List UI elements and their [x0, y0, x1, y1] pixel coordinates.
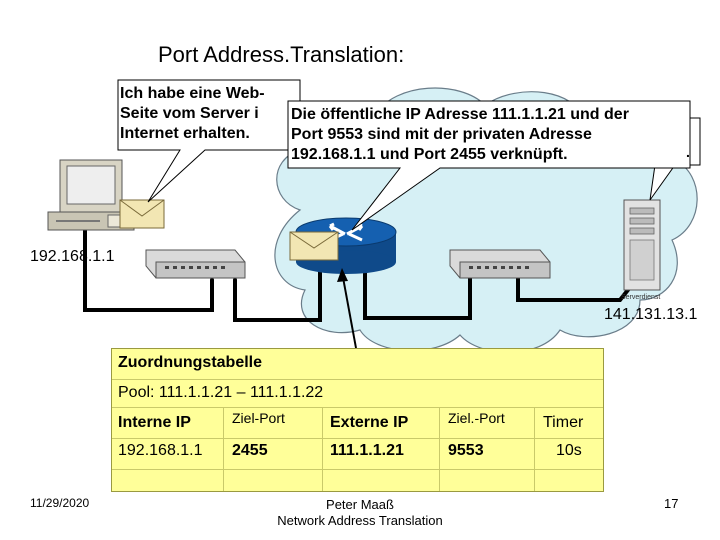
header-external-ip: Externe IP: [330, 414, 409, 431]
callout-line: [341, 271, 357, 349]
column-divider: [439, 407, 440, 491]
slide-title: Port Address.Translation:: [158, 42, 405, 67]
client-bubble-line: Seite vom Server i: [120, 105, 259, 122]
cable-router-switch2: [363, 266, 472, 320]
server-ip-label: 141.131.13.1: [604, 306, 698, 323]
cell-dest-port-2: 9553: [448, 442, 484, 459]
server-icon: [623, 199, 661, 291]
cell-external-ip: 111.1.1.21: [330, 442, 404, 459]
router-bubble-line: Die öffentliche IP Adresse 111.1.1.21 un…: [291, 106, 629, 123]
cable-switch1-router: [233, 266, 322, 322]
client-ip-label: 192.168.1.1: [30, 248, 115, 265]
cell-dest-port: 2455: [232, 442, 268, 459]
table-header-row: Interne IP Ziel-Port Externe IP Ziel.-Po…: [112, 407, 603, 439]
header-dest-port-2: Ziel.-Port: [448, 410, 505, 426]
envelope-icon: [289, 231, 339, 261]
footer-author-name: Peter Maaß: [326, 497, 394, 512]
table-row: 192.168.1.1 2455 111.1.1.21 9553 10s: [112, 438, 603, 470]
table-row: [112, 469, 603, 491]
client-bubble-text: Ich habe eine Web- Seite vom Server i In…: [120, 84, 265, 144]
table-pool-row: Pool: 111.1.1.21 – 111.1.1.22: [112, 379, 603, 408]
column-divider: [223, 407, 224, 491]
table-title-row: Zuordnungstabelle: [112, 349, 603, 380]
page-number: 17: [664, 496, 679, 511]
footer-author: Peter Maaß Network Address Translation: [240, 497, 480, 529]
client-bubble-line: Internet erhalten.: [120, 125, 250, 142]
header-dest-port: Ziel-Port: [232, 410, 285, 426]
client-bubble-line: Ich habe eine Web-: [120, 85, 265, 102]
header-internal-ip: Interne IP: [118, 414, 191, 431]
speech-bubble-router: [287, 100, 691, 231]
cable-client: [83, 226, 214, 312]
server-bubble-text: .: [686, 144, 690, 160]
envelope-icon: [119, 199, 165, 229]
footer-date: 11/29/2020: [30, 496, 90, 510]
speech-bubble-client: [117, 79, 301, 203]
cell-internal-ip: 192.168.1.1: [118, 442, 203, 459]
footer-presentation-title: Network Address Translation: [277, 513, 443, 528]
column-divider: [534, 407, 535, 491]
router-bubble-text: Die öffentliche IP Adresse 111.1.1.21 un…: [291, 105, 629, 165]
header-timer: Timer: [543, 414, 584, 431]
server-name-label: Serverdienst: [621, 294, 661, 301]
switch-icon: [449, 249, 551, 279]
router-bubble-line: Port 9553 sind mit der privaten Adresse: [291, 126, 592, 143]
router-bubble-line: 192.168.1.1 und Port 2455 verknüpft.: [291, 146, 568, 163]
mapping-table: Zuordnungstabelle Pool: 111.1.1.21 – 111…: [111, 348, 604, 492]
callout-arrow: [337, 268, 348, 282]
table-title: Zuordnungstabelle: [118, 354, 262, 371]
cell-timer: 10s: [556, 442, 582, 459]
column-divider: [322, 407, 323, 491]
switch-icon: [145, 249, 246, 279]
pool-range: Pool: 111.1.1.21 – 111.1.1.22: [118, 384, 324, 401]
